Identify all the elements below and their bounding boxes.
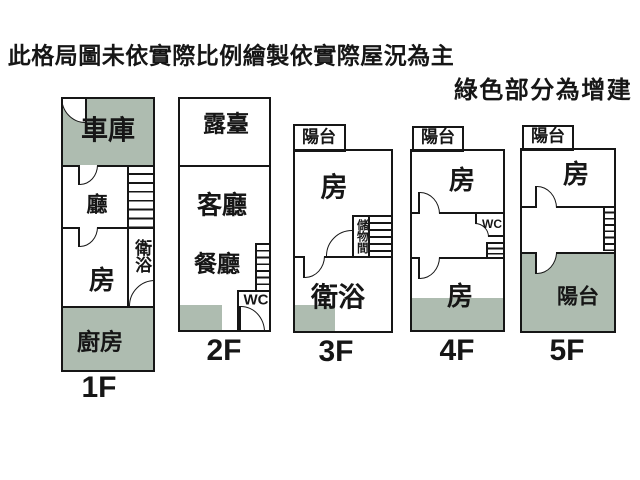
room-label-living: 客廳 [196, 191, 248, 220]
room-label-dining: 餐廳 [194, 250, 240, 277]
door-swing-icon [535, 186, 557, 209]
floor-label-2f: 2F [206, 334, 242, 367]
stairs-icon [486, 242, 504, 258]
unit-outline-5f [520, 148, 616, 333]
wall [61, 305, 155, 309]
door-swing-icon [303, 255, 325, 278]
door-swing-icon [78, 226, 98, 247]
door-swing-icon [326, 229, 352, 256]
wall [178, 164, 271, 168]
room-label-wc: WC [243, 291, 269, 309]
room-label-room: 房 [562, 159, 590, 189]
room-label-room-lower: 房 [446, 281, 474, 311]
balcony-tab-outline [293, 124, 346, 152]
door-swing-icon [535, 251, 557, 274]
stairs-icon [603, 207, 616, 251]
floor-label-1f: 1F [81, 371, 117, 404]
floor-label-5f: 5F [549, 334, 585, 367]
balcony-tab-outline [522, 125, 574, 151]
door-swing-icon [78, 164, 98, 185]
stairs-icon [370, 215, 393, 257]
stairs-icon [255, 243, 271, 290]
floor-label-3f: 3F [318, 335, 354, 368]
wall [126, 164, 130, 308]
room-label-garage: 車庫 [81, 115, 135, 146]
room-label-hall: 廳 [86, 193, 108, 217]
wc-room-outline [237, 290, 271, 332]
room-label-balcony: 陽台 [302, 127, 336, 147]
unit-outline-2f [178, 97, 271, 332]
floor-label-4f: 4F [439, 334, 475, 367]
door-swing-icon [129, 279, 155, 306]
room-label-rear-balcony: 陽台 [557, 285, 599, 309]
door-swing-icon [418, 256, 440, 279]
kitchen-area-fill [63, 307, 153, 370]
addition-fill [412, 298, 503, 330]
unit-outline-3f [293, 149, 393, 333]
wall [410, 211, 505, 215]
room-label-bath: 衛浴 [311, 282, 365, 313]
wall [410, 256, 505, 260]
room-label-room-upper: 房 [448, 165, 476, 195]
legend-note: 綠色部分為增建 [453, 77, 633, 104]
stairs-icon [129, 166, 155, 228]
room-label-bath: 衛浴 [132, 239, 152, 273]
unit-outline-4f [410, 149, 505, 332]
wall [520, 205, 616, 209]
page-title: 此格局圖未依實際比例繪製依實際屋況為主 [7, 42, 455, 69]
wall [520, 251, 616, 255]
wall [61, 164, 155, 168]
door-swing-icon [418, 192, 440, 215]
unit-outline-1f [61, 97, 155, 372]
room-label-storage: 儲物間 [355, 218, 368, 254]
room-label-room: 房 [320, 172, 348, 203]
wall [293, 255, 393, 259]
room-label-kitchen: 廚房 [77, 328, 123, 355]
room-label-room: 房 [88, 265, 116, 295]
room-label-terrace: 露臺 [203, 110, 249, 137]
wall [61, 226, 155, 230]
addition-fill [180, 305, 222, 330]
storage-room-outline [352, 215, 370, 257]
balcony-tab-outline [412, 126, 464, 152]
door-swing-icon [475, 223, 489, 237]
addition-fill [295, 305, 335, 331]
room-label-balcony: 陽台 [531, 126, 565, 146]
room-label-balcony: 陽台 [421, 127, 455, 147]
room-label-wc: WC [482, 217, 502, 231]
door-swing-icon [239, 306, 265, 332]
